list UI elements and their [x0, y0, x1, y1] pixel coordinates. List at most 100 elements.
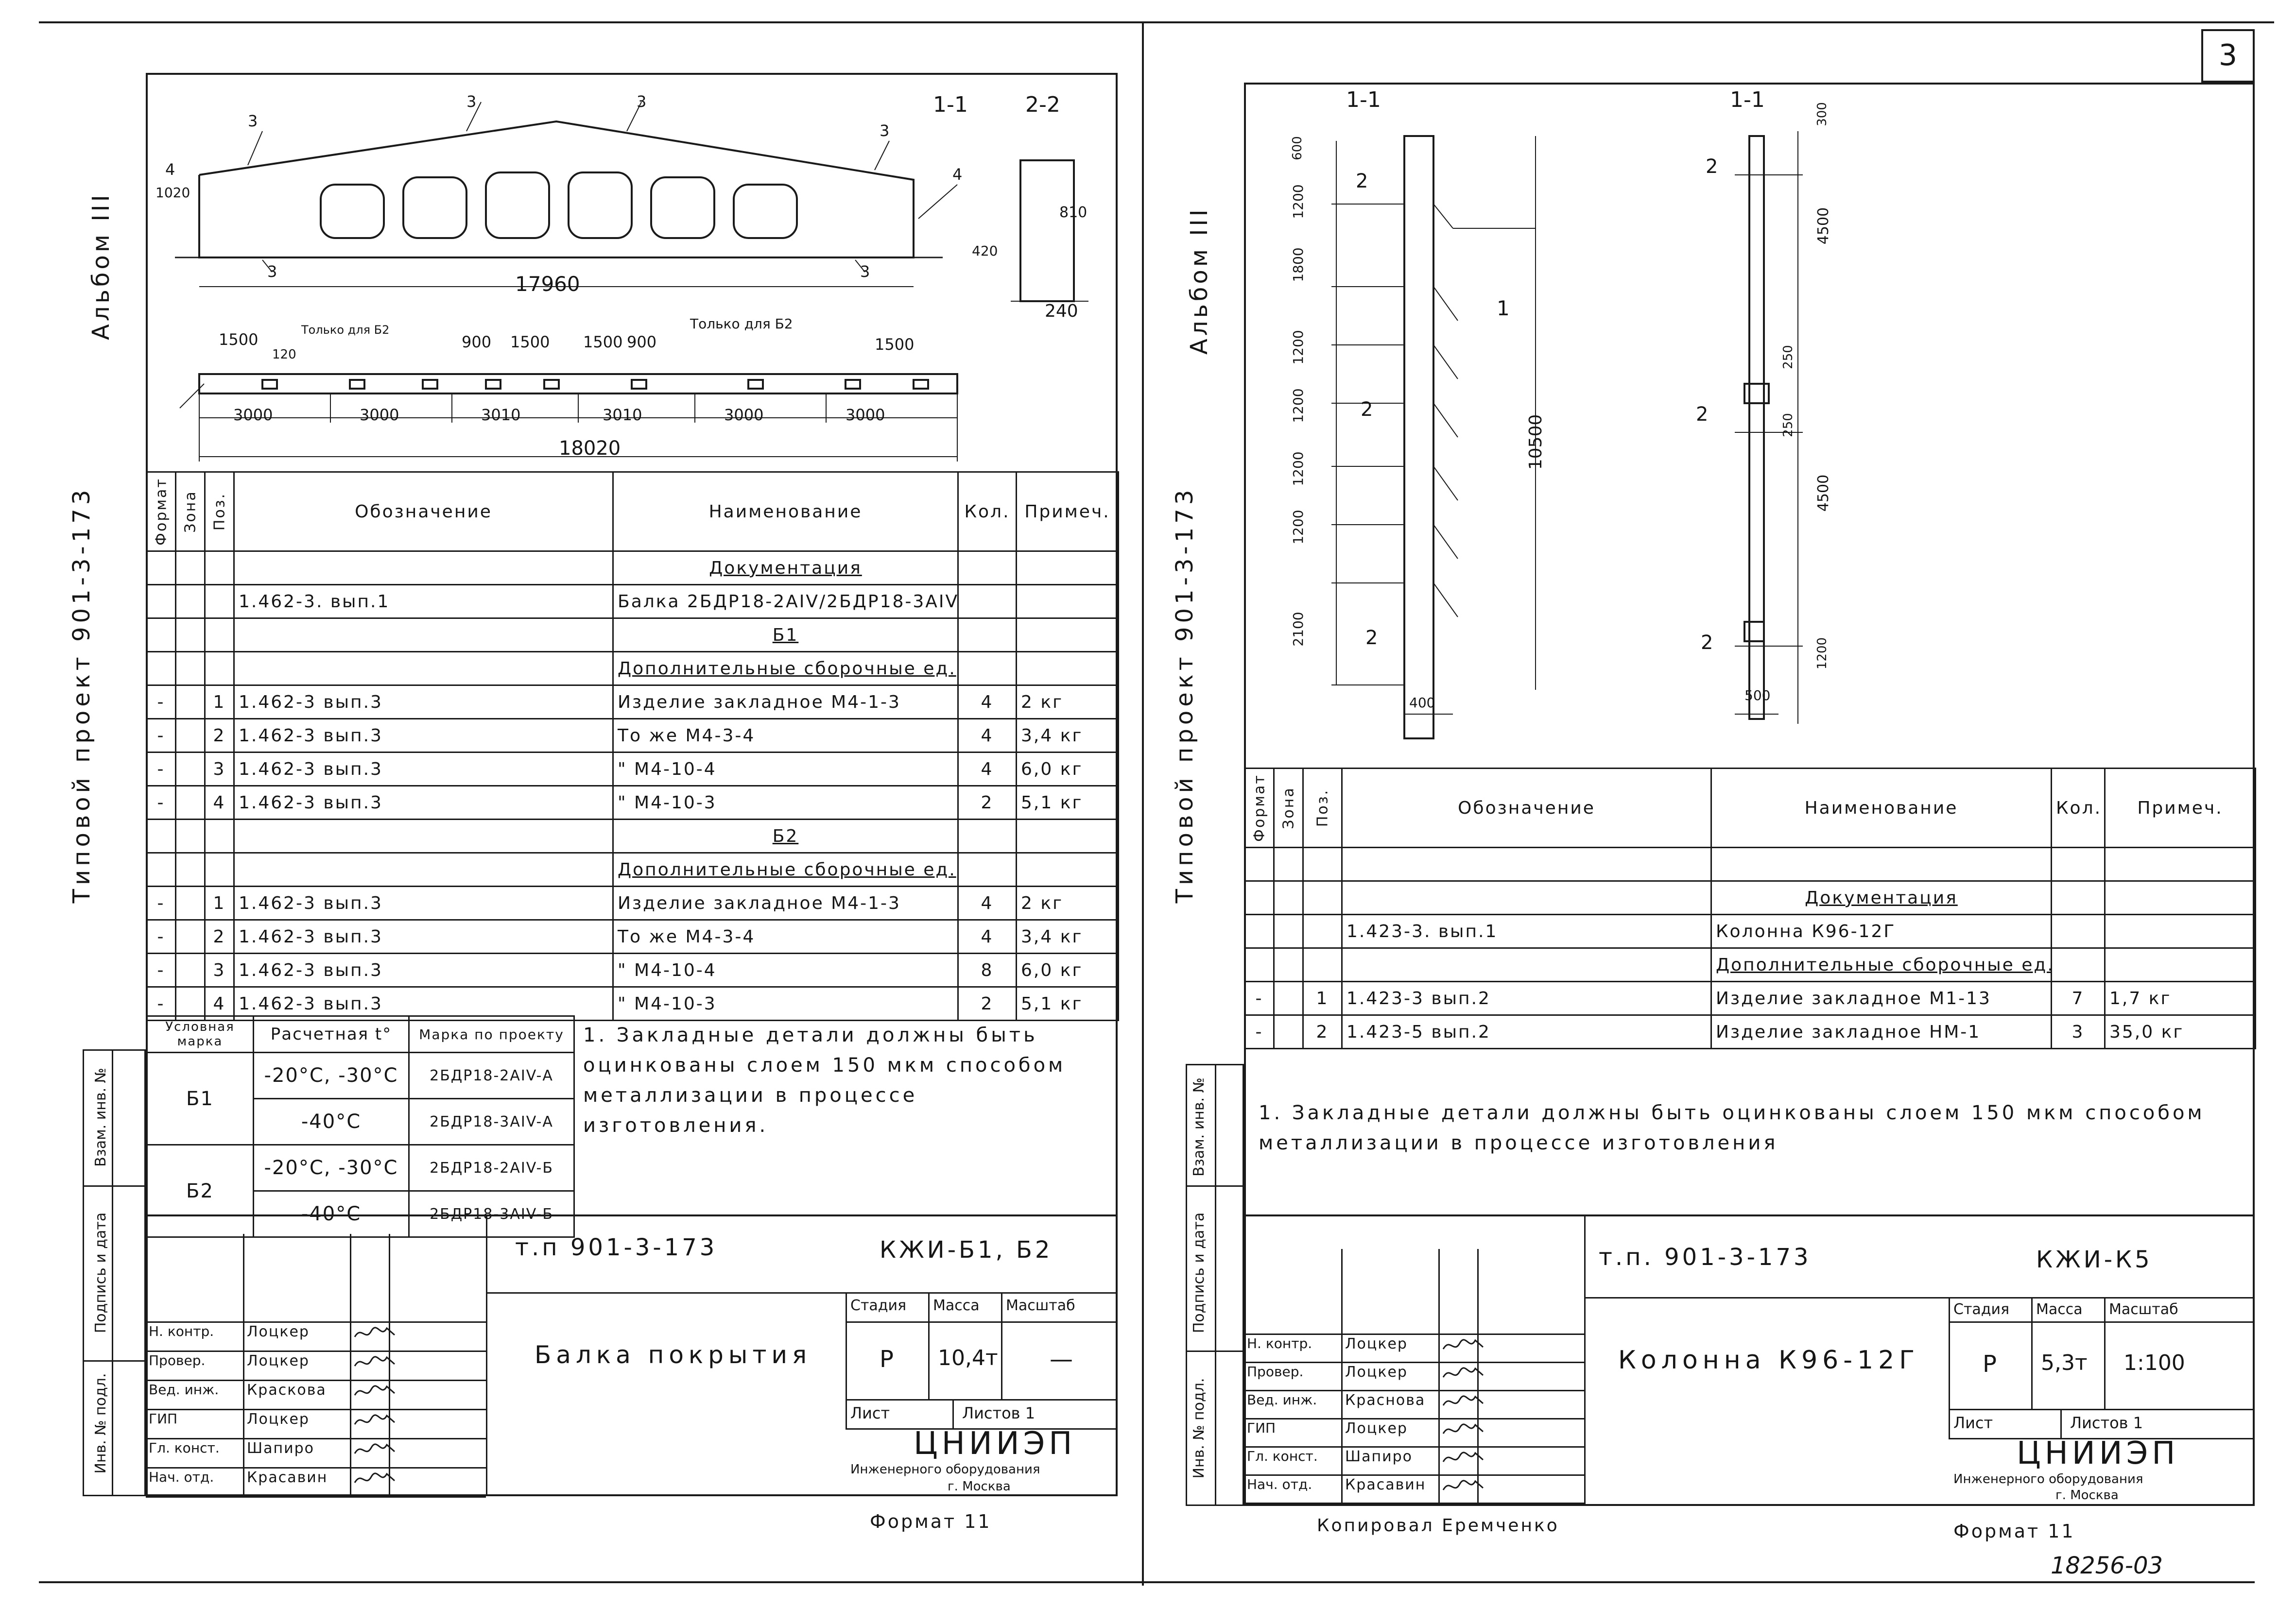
spec-cell-name: Документация — [612, 550, 959, 585]
left-tb-city: г. Москва — [948, 1479, 1011, 1494]
spec-cell-format: - — [1244, 981, 1275, 1016]
spec-cell-pos — [204, 651, 235, 686]
column-dim-1200d: 1200 — [1290, 451, 1306, 486]
spec-cell-name: Колонна К96-12Г — [1710, 914, 2052, 949]
marks-b1-p2: 2БДР18-3АIV-А — [408, 1098, 575, 1145]
spec-row: Б2 — [146, 819, 1119, 854]
signature-icon — [354, 1472, 395, 1483]
marks-b1-p1: 2БДР18-2АIV-А — [408, 1052, 575, 1099]
spec-cell-zone — [175, 651, 206, 686]
marks-b1-t2: -40°С — [253, 1098, 410, 1145]
spec-cell-pos: 2 — [1302, 1014, 1343, 1049]
spec-cell-note: 1,7 кг — [2104, 981, 2256, 1016]
spec-cell-qty — [2051, 914, 2106, 949]
spec-cell-pos — [204, 617, 235, 652]
spec-row: Документация — [1244, 880, 2256, 915]
beam-only-b2-note-a: Только для Б2 — [301, 323, 390, 337]
spec-row: Дополнительные сборочные ед. — [1244, 947, 2256, 982]
signature-icon — [354, 1443, 395, 1454]
title-block-role: Гл. конст. — [1247, 1448, 1318, 1464]
left-tb-stage-label: Стадия — [850, 1297, 907, 1314]
title-block-role: Нач. отд. — [1247, 1476, 1312, 1492]
column-dim-1200c: 1200 — [1290, 388, 1306, 423]
column-section-11-a: 1-1 — [1346, 87, 1381, 112]
left-tb-stage: Р — [880, 1346, 894, 1373]
column-dim-4500b: 4500 — [1815, 474, 1832, 512]
title-block-role: Вед. инж. — [149, 1382, 219, 1398]
spec-cell-zone — [175, 718, 206, 753]
spec-cell-format — [1244, 847, 1275, 882]
spec-cell-designation: 1.462-3 вып.3 — [233, 718, 614, 753]
spec-cell-name: То же М4-3-4 — [612, 919, 959, 954]
signature-icon — [1442, 1423, 1484, 1434]
beam-dim-3000c: 3000 — [724, 406, 764, 424]
spec-cell-format — [146, 819, 176, 854]
right-tb-org: ЦНИИЭП — [2017, 1436, 2179, 1471]
right-stamp-hline-2 — [1186, 1351, 1244, 1352]
spec-cell-designation: 1.462-3 вып.3 — [233, 986, 614, 1021]
marks-b2-t1: -20°С, -30°С — [253, 1144, 410, 1192]
signature-icon — [354, 1414, 395, 1425]
spec-cell-name: Изделие закладное М1-13 — [1710, 981, 2052, 1016]
left-stamp-hline-1 — [83, 1185, 146, 1187]
right-tb-v4 — [2104, 1297, 2106, 1409]
spec-cell-qty: 4 — [957, 919, 1017, 954]
right-stamp-hline-1 — [1186, 1185, 1244, 1187]
column-mark-2e: 2 — [1696, 403, 1709, 426]
spec-row — [1244, 847, 2256, 882]
spec-cell-format — [146, 617, 176, 652]
spec-row: Б1 — [146, 617, 1119, 652]
spec-row: Дополнительные сборочные ед. — [146, 651, 1119, 686]
title-block-row-line — [146, 1438, 486, 1439]
left-marks-table: Условная марка Расчетная t° Марка по про… — [146, 1015, 575, 1238]
spec-cell-pos — [204, 550, 235, 585]
spec-cell-pos: 2 — [204, 718, 235, 753]
spec-cell-zone — [1273, 880, 1304, 915]
title-block-person: Красавин — [1345, 1476, 1426, 1493]
beam-dim-1500b: 1500 — [510, 333, 550, 351]
right-title-block — [1244, 1214, 2255, 1506]
spec-cell-note — [1016, 651, 1119, 686]
spec-row: Документация — [146, 550, 1119, 585]
spec-cell-format: - — [146, 718, 176, 753]
marks-h-project: Марка по проекту — [408, 1015, 575, 1053]
signature-icon — [354, 1327, 395, 1337]
title-block-row-line — [146, 1409, 486, 1410]
title-block-person: Шапиро — [1345, 1448, 1413, 1465]
spec-cell-qty — [957, 651, 1017, 686]
title-block-role: ГИП — [1247, 1420, 1276, 1436]
title-block-person: Лоцкер — [1345, 1335, 1408, 1352]
right-tb-name: Колонна К96-12Г — [1618, 1346, 1919, 1375]
spec-cell-pos — [1302, 880, 1343, 915]
marks-b1: Б1 — [146, 1052, 254, 1145]
title-block-role: Н. контр. — [1247, 1335, 1312, 1351]
spec-cell-format: - — [146, 886, 176, 921]
right-spec-table: Формат Зона Поз. Обозначение Наименовани… — [1244, 768, 2256, 1049]
beam-dim-1500a: 1500 — [219, 330, 259, 349]
spec-cell-format: - — [146, 684, 176, 719]
left-album-label: Альбом III — [87, 192, 115, 340]
spec-cell-designation: 1.423-3 вып.2 — [1341, 981, 1712, 1016]
left-tb-scale-label: Масштаб — [1006, 1297, 1075, 1314]
beam-length-17960: 17960 — [515, 272, 580, 296]
column-base-500: 500 — [1744, 687, 1771, 703]
spec-cell-zone — [175, 752, 206, 786]
right-tb-sheet-label: Лист — [1953, 1414, 1993, 1432]
left-stamp-label-1: Инв. № подл. — [92, 1373, 109, 1474]
right-tb-sheets-label: Листов 1 — [2070, 1414, 2143, 1432]
beam-section-11-label: 1-1 — [933, 92, 968, 117]
title-block-row-line — [1244, 1333, 1584, 1335]
right-tb-v2 — [1949, 1297, 1950, 1438]
spec-cell-note: 3,4 кг — [1016, 718, 1119, 753]
spec-cell-zone — [1273, 914, 1304, 949]
left-tb-v2 — [846, 1292, 847, 1428]
title-block-role: Нач. отд. — [149, 1469, 214, 1485]
beam-section-22-label: 2-2 — [1025, 92, 1060, 117]
spec-cell-zone — [175, 617, 206, 652]
spec-cell-designation: 1.462-3 вып.3 — [233, 752, 614, 786]
